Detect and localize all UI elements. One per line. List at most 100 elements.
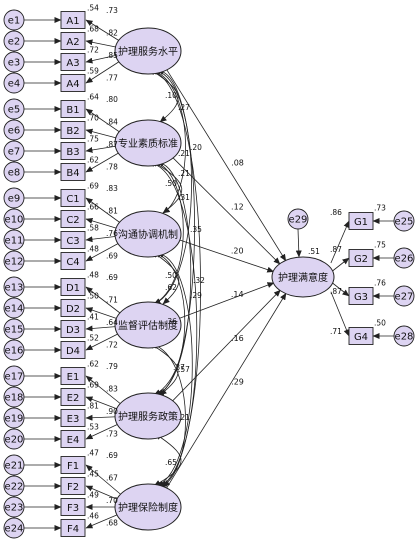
structural-coefficient: .29 (231, 378, 244, 387)
disturbance-arrow (295, 228, 302, 258)
structural-path-arrow (165, 67, 287, 262)
indicator-r2: .73 (374, 204, 386, 213)
error-term-e8: e8 (3, 161, 25, 183)
indicator-box (60, 142, 86, 160)
indicator-box (60, 409, 86, 427)
error-term-e29: e29 (287, 208, 309, 230)
indicator-label: B1 (66, 105, 79, 116)
covariance-arc (151, 68, 186, 214)
indicator-box (60, 163, 86, 181)
indicator-label: D3 (66, 325, 80, 336)
indicator-label: A1 (66, 16, 79, 27)
error-label: e22 (5, 482, 24, 493)
error-circle (393, 285, 415, 307)
factor-loading: .76 (106, 229, 118, 238)
error-label: e17 (5, 372, 24, 383)
structural-path-arrow (171, 289, 281, 403)
error-term-e6: e6 (3, 119, 25, 141)
error-term-e13: e13 (3, 276, 25, 298)
factor-loading: .67 (106, 473, 118, 482)
indicator-label: B4 (66, 168, 79, 179)
factor-loading: .73 (106, 429, 118, 438)
indicator-A1: A1 (60, 11, 86, 29)
indicator-E3: E3 (60, 409, 86, 427)
covariance-coefficient: .21 (178, 169, 190, 178)
indicator-r2: .75 (374, 241, 386, 250)
covariance-coefficient: .21 (178, 413, 190, 422)
error-circle (393, 210, 415, 232)
error-label: e28 (395, 332, 414, 343)
error-label: e1 (8, 16, 21, 27)
indicator-label: E2 (67, 393, 80, 404)
covariance-coefficient: .65 (165, 458, 177, 467)
loading-arrow (85, 197, 124, 226)
loading-arrow (85, 375, 124, 407)
latent-label: 监督评估制度 (118, 319, 178, 332)
indicator-label: G3 (354, 292, 368, 303)
indicator-label: D4 (66, 346, 80, 357)
error-term-e26: e26 (393, 247, 415, 269)
error-label: e10 (5, 215, 24, 226)
error-label: e8 (8, 168, 21, 179)
covariance-coefficient: .32 (193, 276, 205, 285)
factor-loading: .84 (106, 117, 118, 126)
indicator-A3: A3 (60, 53, 86, 71)
indicator-r2: .66 (87, 203, 99, 212)
covariance-coefficient: .20 (190, 143, 202, 152)
error-circle (3, 475, 25, 497)
indicator-label: F4 (67, 524, 79, 535)
error-label: e3 (8, 58, 21, 69)
loading-arrow (85, 330, 124, 351)
outcome-r2: .51 (308, 247, 320, 256)
indicator-r2: .81 (87, 402, 99, 411)
indicator-r2: .48 (87, 271, 99, 280)
structural-coefficient: .20 (231, 246, 244, 255)
error-circle (3, 161, 25, 183)
indicator-F3: F3 (60, 498, 86, 516)
loading-arrow (85, 149, 124, 173)
indicator-r2: .69 (87, 182, 99, 191)
indicator-box (60, 299, 86, 317)
covariance-coefficient: .57 (178, 365, 190, 374)
factor-loading: .73 (106, 6, 118, 15)
error-circle (3, 30, 25, 52)
indicator-r2: .50 (374, 319, 386, 328)
error-circle (3, 9, 25, 31)
error-label: e11 (5, 236, 24, 247)
factor-loading: .64 (106, 318, 118, 327)
covariance-arc (147, 161, 198, 487)
indicator-box (60, 278, 86, 296)
indicator-box (60, 32, 86, 50)
indicator-G3: G3 (348, 287, 374, 305)
indicator-box (348, 249, 374, 267)
error-circle (287, 208, 309, 230)
factor-loading: .77 (106, 73, 118, 82)
error-label: e21 (5, 461, 24, 472)
indicator-r2: .54 (87, 4, 99, 13)
indicator-G1: G1 (348, 212, 374, 230)
indicator-box (60, 519, 86, 537)
error-term-e19: e19 (3, 407, 25, 429)
error-circle (393, 325, 415, 347)
covariance-arc (151, 342, 186, 487)
error-term-e2: e2 (3, 30, 25, 52)
indicator-label: F2 (67, 482, 79, 493)
factor-loading: .71 (106, 295, 118, 304)
indicator-D2: D2 (60, 299, 86, 317)
error-label: e5 (8, 105, 21, 116)
covariance-arc (153, 69, 192, 305)
latent-ellipse (114, 483, 182, 531)
covariance-arc (153, 433, 182, 487)
indicator-B4: B4 (60, 163, 86, 181)
indicator-C3: C3 (60, 231, 86, 249)
indicator-box (60, 231, 86, 249)
indicator-C4: C4 (60, 252, 86, 270)
indicator-r2: .75 (87, 135, 99, 144)
indicator-label: A3 (66, 58, 79, 69)
indicator-box (60, 320, 86, 338)
error-label: e16 (5, 346, 24, 357)
error-label: e2 (8, 37, 21, 48)
error-circle (393, 247, 415, 269)
latent-专业素质标准: 专业素质标准 (114, 119, 182, 167)
